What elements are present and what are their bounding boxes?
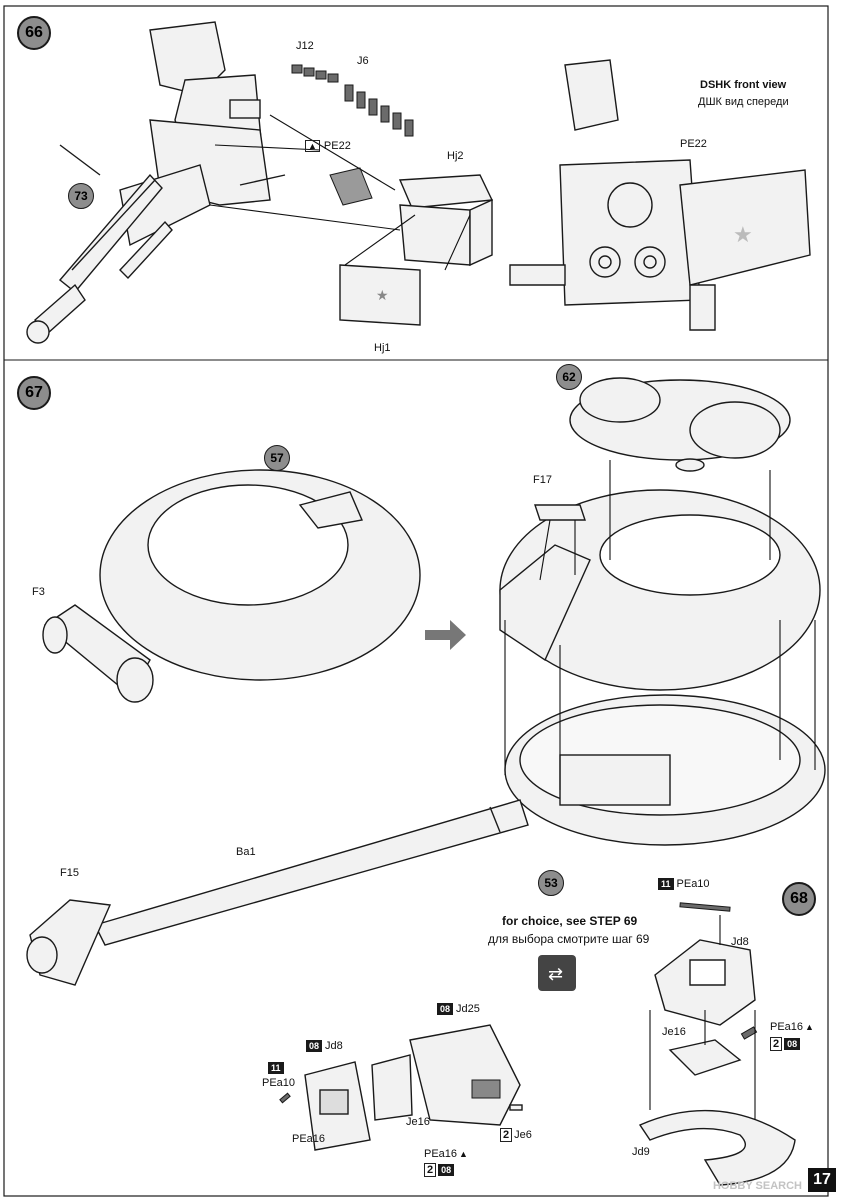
part-label-f17: F17 [533, 474, 552, 486]
step68-sprue-08: 08 [784, 1038, 801, 1051]
front-view-title-en: DSHK front view [700, 79, 787, 91]
hatch-left-drawing [279, 1024, 523, 1151]
part-label-hj1: Hj1 [374, 342, 391, 354]
part-label-ba1: Ba1 [236, 846, 256, 858]
svg-text:★: ★ [733, 222, 753, 247]
commander-cupola-drawing [569, 377, 791, 472]
photo-etch-icon: ▲ [805, 1022, 814, 1032]
part-f17-drawing [534, 504, 586, 521]
ref-step-57: 57 [264, 445, 290, 471]
step66-arrows [209, 114, 471, 271]
step67-arrows [504, 460, 816, 790]
step68-arrows [649, 915, 756, 1120]
part-label-pea16-a: PEa16 [292, 1133, 326, 1145]
part-label-j6: J6 [357, 55, 369, 67]
part-label-front-pe22: PE22 [680, 138, 707, 150]
front-view-title-ru: ДШК вид спереди [698, 96, 789, 108]
gun-barrel-ba1-drawing [93, 799, 529, 946]
page-frame [3, 5, 829, 1197]
step-66-badge: 66 [17, 16, 51, 50]
part-label-pe22: ▲PE22 [305, 140, 351, 152]
step-67-badge: 67 [17, 376, 51, 410]
choice-icon [538, 955, 576, 991]
part-label-hj2: Hj2 [447, 150, 464, 162]
part-label-je16: Je16 [406, 1116, 430, 1128]
svg-text:★: ★ [376, 287, 389, 303]
ref-step-53: 53 [538, 870, 564, 896]
step68-part-pea16: PEa16▲ [770, 1021, 814, 1033]
step68-sprue-11: 11 [658, 878, 674, 891]
photo-etch-icon: ▲ [459, 1149, 468, 1159]
mantlet-f3-drawing [42, 604, 154, 703]
turret-lower-hull-drawing [504, 694, 826, 846]
dshk-front-view-drawing: ★ [509, 59, 811, 331]
choice-note-ru: для выбора смотрите шаг 69 [488, 932, 650, 946]
part-label-pe22-text: PE22 [323, 140, 351, 152]
photo-etch-icon: ▲ [305, 140, 320, 152]
step68-part-jd8: Jd8 [731, 936, 749, 948]
ammo-belt-drawing [291, 64, 414, 137]
part-jd25-text: Jd25 [456, 1003, 480, 1015]
choice-note-en: for choice, see STEP 69 [502, 914, 638, 928]
svg-text:⇄: ⇄ [548, 964, 563, 984]
step68-pea10-text: PEa10 [676, 878, 710, 890]
qty-x2-b: 2 [424, 1163, 437, 1177]
part-pea16-b-text: PEa16 [424, 1148, 458, 1160]
step68-pea16-text: PEa16 [770, 1021, 804, 1033]
sprue-08-c: 08 [438, 1164, 455, 1177]
direction-arrow [425, 620, 466, 650]
turret-top-left-drawing [99, 469, 421, 681]
turret-top-assembled-drawing [499, 489, 821, 691]
mantlet-f15-drawing [26, 899, 112, 986]
step68-hatch-drawing [638, 902, 796, 1186]
sprue-08-b: 08 [437, 1003, 454, 1016]
ref-step-62: 62 [556, 364, 582, 390]
step68-qty-x2: 2 [770, 1037, 783, 1051]
page-number: 17 [808, 1168, 836, 1192]
part-label-pea10: PEa10 [262, 1077, 296, 1089]
dshk-gun-drawing [26, 21, 286, 344]
step68-part-je16: Je16 [662, 1026, 686, 1038]
watermark: HOBBY SEARCH [712, 1180, 802, 1192]
sprue-08-a: 08 [306, 1040, 323, 1053]
part-label-f3: F3 [32, 586, 45, 598]
part-label-j12: J12 [296, 40, 314, 52]
qty-x2-a: 2 [500, 1128, 513, 1142]
ref-step-73: 73 [68, 183, 94, 209]
step-68-badge: 68 [782, 882, 816, 916]
part-label-pea16-b: PEa16▲ [424, 1148, 468, 1160]
sprue-11: 11 [268, 1062, 284, 1075]
part-je6-text: Je6 [514, 1129, 532, 1141]
ammo-box-drawing: ★ [329, 167, 494, 326]
sprue-11-badge: 11 [268, 1062, 287, 1075]
step68-part-jd9: Jd9 [632, 1146, 650, 1158]
part-jd8-text: Jd8 [325, 1040, 343, 1052]
part-label-f15: F15 [60, 867, 79, 879]
